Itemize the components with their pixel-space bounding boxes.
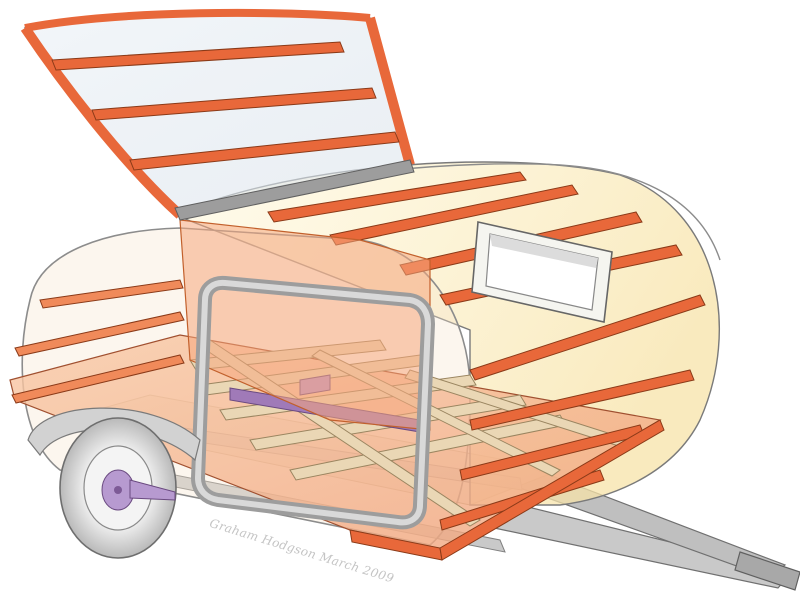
floor-edge-plank bbox=[349, 419, 665, 561]
door-frame bbox=[190, 275, 436, 530]
wheel-assembly bbox=[27, 407, 201, 559]
side-window bbox=[471, 221, 613, 323]
side-ribs-near bbox=[11, 279, 185, 404]
galley-hatch-open bbox=[20, 8, 415, 221]
